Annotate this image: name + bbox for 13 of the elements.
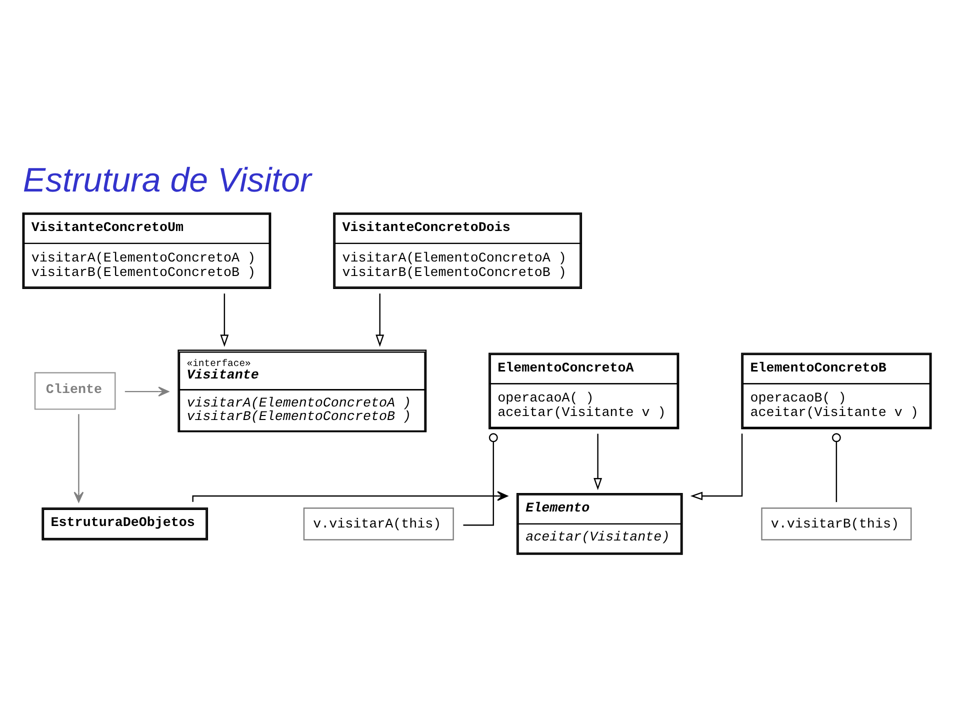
arrow	[376, 294, 384, 347]
arrow	[594, 434, 602, 490]
connector	[832, 433, 841, 502]
node-box: Cliente	[34, 372, 116, 410]
connector	[463, 433, 498, 526]
arrow	[220, 294, 229, 347]
arrow	[690, 434, 743, 500]
arrow	[74, 414, 84, 503]
diagram-title: Estrutura de Visitor	[22, 162, 312, 200]
node-box: v.visitarB(this)	[761, 508, 912, 540]
arrow	[124, 386, 169, 397]
node-box: v.visitarA(this)	[303, 508, 454, 540]
arrow	[192, 491, 508, 502]
